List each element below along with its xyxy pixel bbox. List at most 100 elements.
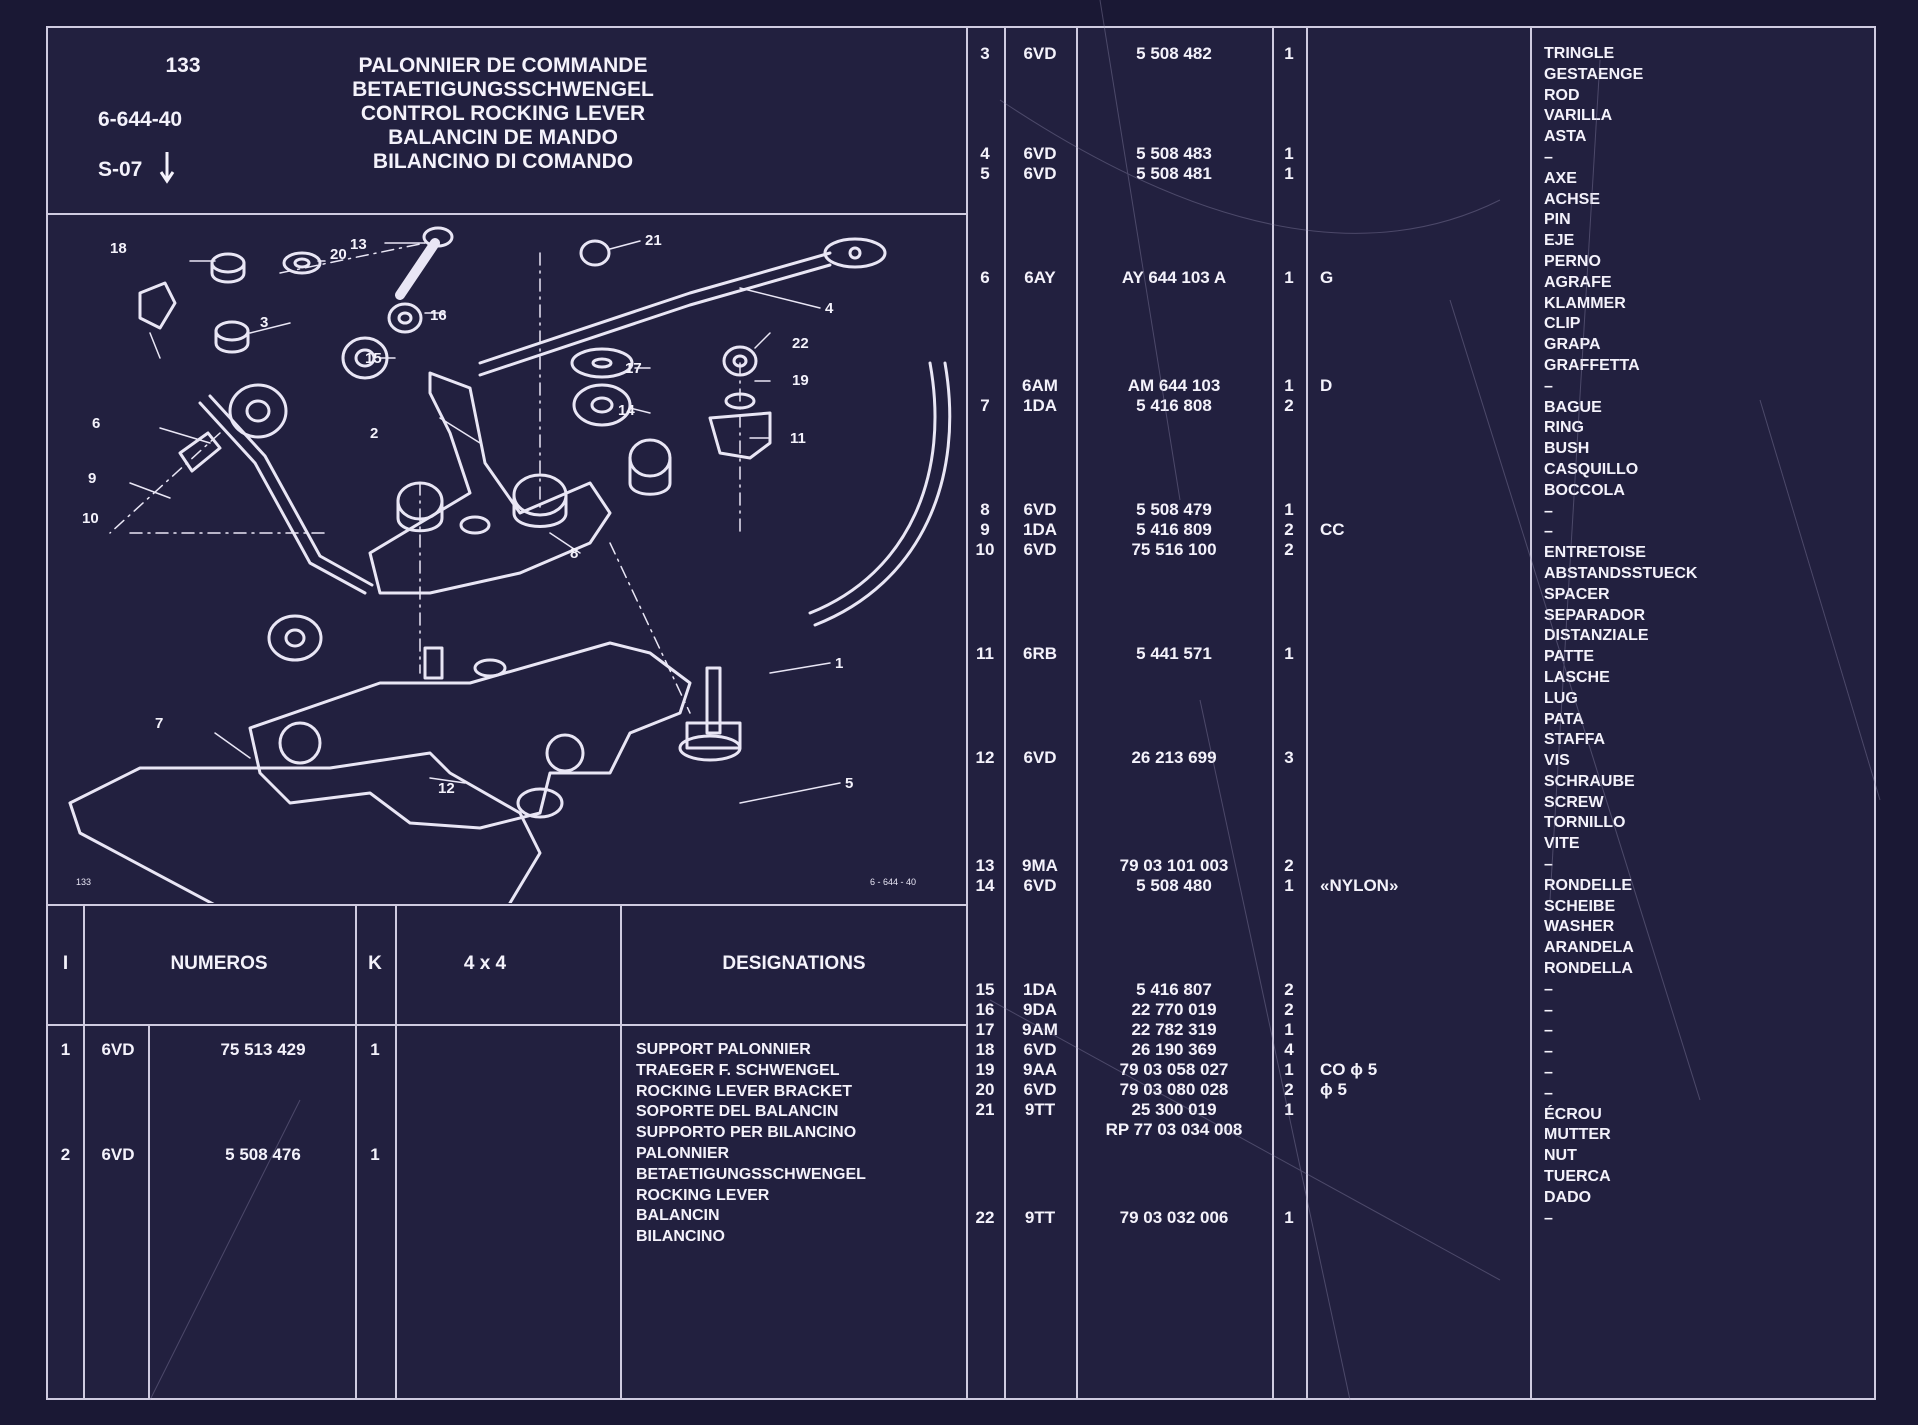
reference-series: S-07	[98, 158, 143, 181]
callout-labels: 1 2 3 4 5 6 7 8 9 10 11 12 13 14 15 16 1…	[82, 232, 853, 797]
right-row-index: 3	[980, 44, 990, 63]
right-row-code: 6AY	[1024, 268, 1056, 287]
right-row-code: 9AM	[1022, 1020, 1058, 1039]
designation-line: –	[1544, 1001, 1553, 1019]
callout-6: 6	[92, 415, 100, 432]
right-row-note: CC	[1320, 520, 1345, 539]
designation-line: TORNILLO	[1544, 814, 1626, 832]
right-row-k: 1	[1284, 268, 1294, 287]
right-row-number: 79 03 058 027	[1119, 1060, 1229, 1079]
right-row-note: D	[1320, 376, 1333, 395]
callout-9: 9	[88, 470, 96, 487]
right-row-number: 5 508 479	[1136, 500, 1212, 519]
right-row-k: 1	[1284, 44, 1294, 63]
cable	[808, 361, 937, 615]
callout-7: 7	[155, 715, 163, 732]
right-row-index: 16	[975, 1000, 995, 1019]
left-row-code: 6VD	[101, 1040, 135, 1059]
right-row-code: 9AA	[1022, 1060, 1057, 1079]
designation-line: VITE	[1544, 835, 1580, 853]
bracket-outline-left	[68, 801, 232, 915]
right-row-index: 8	[980, 500, 990, 519]
right-row-index: 6	[980, 268, 990, 287]
callout-20: 20	[330, 246, 347, 263]
right-row-number: 5 416 807	[1136, 980, 1212, 999]
right-row-index: 20	[975, 1080, 995, 1099]
right-row-code: 6RB	[1022, 644, 1057, 663]
header-col-designations: DESIGNATIONS	[722, 953, 866, 974]
designation-line: SCHEIBE	[1544, 897, 1616, 915]
designation-line: BILANCINO	[636, 1228, 725, 1246]
right-row-k: 1	[1284, 164, 1294, 183]
designation-line: BUSH	[1544, 440, 1590, 458]
designation-line: BOCCOLA	[1544, 481, 1625, 499]
callout-2: 2	[370, 425, 378, 442]
right-row-index: 19	[975, 1060, 995, 1079]
left-row-number: 5 508 476	[225, 1145, 301, 1164]
designation-line: –	[1544, 523, 1553, 541]
right-row-k: 3	[1284, 748, 1294, 767]
designation-line: ABSTANDSSTUECK	[1544, 564, 1698, 582]
callout-21: 21	[645, 232, 662, 249]
designation-line: ASTA	[1544, 128, 1587, 146]
designation-line: –	[1544, 856, 1553, 874]
right-row-k: 2	[1284, 540, 1294, 559]
callout-17: 17	[625, 360, 642, 377]
designation-line: SUPPORT PALONNIER	[636, 1041, 811, 1058]
right-row-code: 6VD	[1023, 1040, 1057, 1059]
designation-line: GESTAENGE	[1544, 65, 1644, 83]
designation-line: LUG	[1544, 689, 1578, 707]
right-row-number: 5 508 483	[1136, 144, 1212, 163]
rcol-sep-k	[1306, 28, 1308, 1398]
callout-3: 3	[260, 314, 268, 331]
callout-16: 16	[430, 307, 447, 324]
right-row-number: 75 516 100	[1131, 540, 1217, 559]
right-row-code: 6AM	[1022, 376, 1058, 395]
right-row-number: 22 770 019	[1131, 1000, 1217, 1019]
col-sep-4x4	[620, 904, 622, 1398]
main-divider	[966, 28, 968, 1398]
right-row-code: 1DA	[1022, 520, 1057, 539]
designation-line: –	[1544, 1022, 1553, 1040]
right-row-k: 1	[1284, 1060, 1294, 1079]
designation-line: PATTE	[1544, 648, 1595, 666]
rcol-sep-code	[1076, 28, 1078, 1398]
designation-line: VARILLA	[1544, 107, 1613, 125]
designation-line: KLAMMER	[1544, 294, 1626, 312]
right-row-k: 4	[1284, 1040, 1294, 1059]
designation-line: ÉCROU	[1544, 1105, 1602, 1123]
right-row-code: 6VD	[1023, 876, 1057, 895]
designation-line: STAFFA	[1544, 731, 1606, 749]
right-row-index: 10	[975, 540, 995, 559]
right-row-index: 14	[975, 876, 995, 895]
right-row-k: 1	[1284, 1020, 1294, 1039]
designation-line: SCHRAUBE	[1544, 772, 1635, 790]
right-row-k: 2	[1284, 856, 1294, 875]
left-row-k: 1	[370, 1040, 380, 1059]
right-row-index: 12	[975, 748, 995, 767]
right-row-number: 22 782 319	[1131, 1020, 1217, 1039]
left-row-code: 6VD	[101, 1145, 135, 1164]
designation-line: TRAEGER F. SCHWENGEL	[636, 1061, 840, 1079]
callout-12: 12	[438, 780, 455, 797]
reference-number: 133	[165, 54, 201, 77]
header-col-4x4: 4 x 4	[463, 953, 507, 974]
designation-line: EJE	[1544, 232, 1575, 250]
designation-line: –	[1544, 1084, 1553, 1102]
right-row-index: 15	[975, 980, 995, 999]
title-line: BALANCIN DE MANDO	[388, 126, 618, 149]
bracket-plate	[248, 641, 692, 830]
diagram-svg: 1 2 3 4 5 6 7 8 9 10 11 12 13 14 15 16 1…	[68, 226, 952, 915]
callout-18: 18	[110, 240, 127, 257]
right-row-index: 21	[975, 1100, 995, 1119]
right-row-k: 1	[1284, 644, 1294, 663]
designation-line: SCREW	[1544, 793, 1604, 811]
callout-19: 19	[792, 372, 809, 389]
designation-line: RING	[1544, 419, 1584, 437]
right-row-index: 7	[980, 396, 990, 415]
designation-line: DISTANZIALE	[1544, 627, 1649, 645]
designation-line: ENTRETOISE	[1544, 544, 1646, 562]
rcol-sep-i	[1004, 28, 1006, 1398]
